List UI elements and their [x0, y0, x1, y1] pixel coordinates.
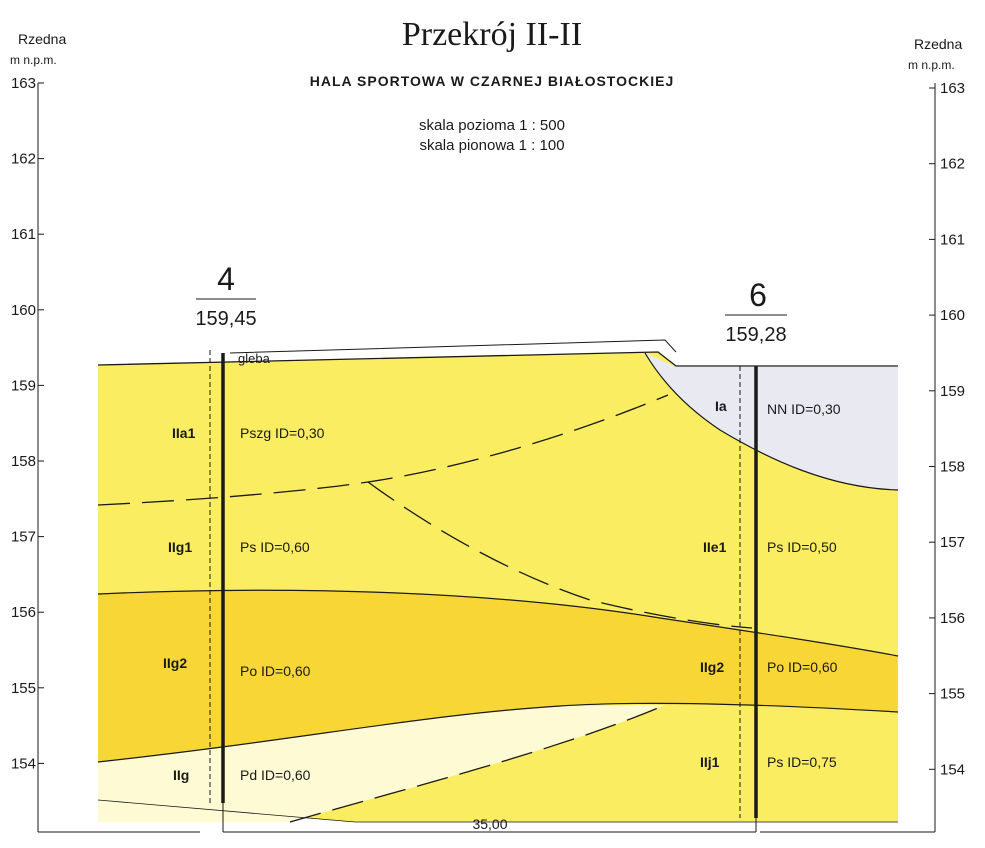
- left-axis-tick-label: 159: [11, 377, 36, 394]
- layer-symbol-iij1: IIj1: [700, 754, 720, 770]
- left-axis-label-1: Rzedna: [18, 31, 66, 47]
- dashed-boundary-lens: [289, 704, 666, 823]
- boundary-top-iig2: [97, 589, 899, 657]
- left-axis-tick-label: 154: [11, 755, 36, 772]
- boundary-ia-iie1: [644, 352, 899, 491]
- left-axis-label-2: m n.p.m.: [10, 53, 57, 67]
- right-axis-tick-label: 154: [940, 761, 965, 778]
- title: Przekrój II-II: [402, 16, 582, 53]
- topsoil-label: gleba: [238, 351, 271, 366]
- boundary-bottom-line: [97, 799, 898, 823]
- subtitle: HALA SPORTOWA W CZARNEJ BIAŁOSTOCKIEJ: [310, 73, 674, 89]
- borehole-4: 4 159,45: [195, 261, 257, 832]
- layer-desc-iig2-right: Po ID=0,60: [767, 659, 838, 675]
- borehole-4-number: 4: [217, 261, 235, 297]
- scale-horizontal: skala pozioma 1 : 500: [419, 117, 565, 134]
- scale-vertical: skala pionowa 1 : 100: [419, 137, 564, 154]
- left-axis-tick-label: 161: [11, 226, 36, 243]
- left-axis-tick-label: 155: [11, 680, 36, 697]
- layer-desc-iie1: Ps ID=0,50: [767, 539, 837, 555]
- left-axis-tick-label: 163: [11, 75, 36, 92]
- left-axis-tick-label: 160: [11, 302, 36, 319]
- platform-outline: [229, 339, 677, 354]
- dashed-boundary-diagonal: [367, 481, 753, 629]
- right-axis-tick-label: 162: [940, 156, 965, 173]
- borehole-6-number: 6: [749, 277, 767, 313]
- layer-symbol-iig1: IIg1: [168, 539, 192, 555]
- distance-dimension: 35,00: [223, 816, 756, 833]
- right-axis-tick-label: 159: [940, 383, 965, 400]
- right-axis-label-2: m n.p.m.: [908, 58, 955, 72]
- left-axis-tick-label: 157: [11, 529, 36, 546]
- layer-desc-iig2-left: Po ID=0,60: [240, 663, 311, 679]
- borehole-4-elevation: 159,45: [195, 308, 256, 330]
- layer-gray-fill: [645, 353, 898, 490]
- layer-desc-iia1: Pszg ID=0,30: [240, 425, 325, 441]
- layer-desc-ia: NN ID=0,30: [767, 401, 841, 417]
- left-axis-tick-label: 156: [11, 604, 36, 621]
- right-axis-label-1: Rzedna: [914, 36, 962, 52]
- left-axis-tick-label: 162: [11, 151, 36, 168]
- right-axis-tick-label: 155: [940, 686, 965, 703]
- borehole-6-elevation: 159,28: [725, 324, 786, 346]
- right-axis-tick-label: 156: [940, 610, 965, 627]
- right-axis-tick-label: 160: [940, 307, 965, 324]
- layer-desc-iij1: Ps ID=0,75: [767, 754, 837, 770]
- layer-desc-iig: Pd ID=0,60: [240, 767, 311, 783]
- boundary-bottom-iig2: [97, 702, 899, 763]
- layer-pale-lens: [98, 705, 665, 822]
- layer-symbol-iig: IIg: [173, 767, 189, 783]
- left-axis: Rzedna m n.p.m. 163 162 161 160 159 158 157 156…: [10, 31, 200, 833]
- right-axis-tick-label: 158: [940, 459, 965, 476]
- right-axis-tick-label: 161: [940, 231, 965, 248]
- layer-symbol-iig2-left: IIg2: [163, 655, 187, 671]
- layer-symbol-iie1: IIe1: [703, 539, 727, 555]
- right-axis: Rzedna m n.p.m. 163 162 161 160 159 158 157 156…: [760, 36, 965, 833]
- right-axis-tick-label: 163: [940, 80, 965, 97]
- right-axis-tick-label: 157: [940, 534, 965, 551]
- layer-dark-yellow: [98, 590, 898, 762]
- distance-label: 35,00: [472, 816, 507, 832]
- layer-symbol-iig2-right: IIg2: [700, 659, 724, 675]
- layer-symbol-iia1: IIa1: [172, 425, 196, 441]
- ground-surface-line: [97, 351, 898, 367]
- left-axis-tick-label: 158: [11, 453, 36, 470]
- borehole-6: 6 159,28: [725, 277, 787, 832]
- layer-desc-iig1: Ps ID=0,60: [240, 539, 310, 555]
- layer-symbol-ia: Ia: [715, 398, 727, 414]
